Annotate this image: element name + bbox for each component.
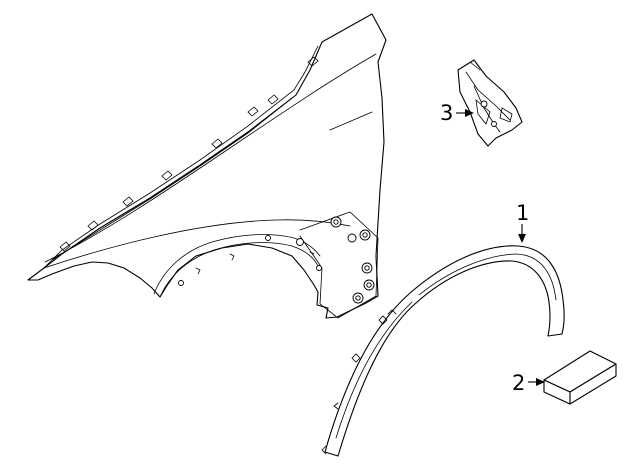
- wheel-arch-molding: [321, 245, 565, 457]
- callout-2: 2: [512, 371, 545, 395]
- callout-label: 2: [512, 371, 525, 395]
- callout-arrow-icon: [465, 109, 474, 117]
- mounting-hole-group: [178, 216, 375, 304]
- callout-arrow-icon: [518, 234, 526, 243]
- fender-bracket: [457, 59, 523, 147]
- callout-arrow-icon: [536, 378, 545, 386]
- adhesive-pad: [543, 350, 617, 405]
- callout-1: 1: [516, 201, 529, 243]
- callout-3: 3: [440, 101, 474, 125]
- callout-label: 3: [440, 101, 453, 125]
- callout-label: 1: [516, 201, 529, 225]
- front-fender: [27, 13, 387, 319]
